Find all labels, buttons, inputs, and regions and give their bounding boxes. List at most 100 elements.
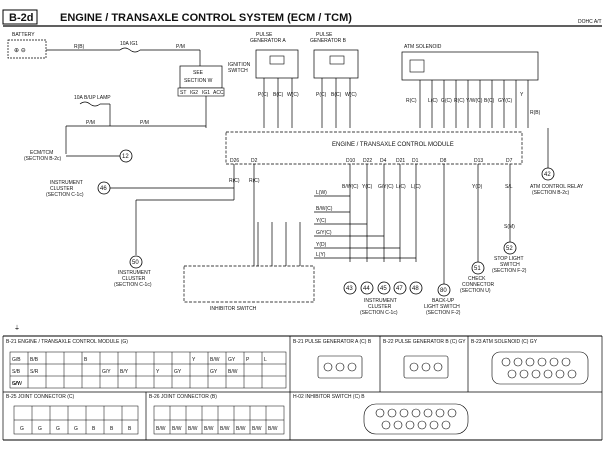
ignition-switch-label-2: SWITCH xyxy=(228,68,248,74)
b26-cell-1: B/W xyxy=(172,426,182,432)
atm-wire-gyc: GY(C) xyxy=(498,98,513,104)
circle-48-text: 48 xyxy=(412,286,419,292)
atm-wire-lc: L(C) xyxy=(428,98,438,104)
pin-d7: D7 xyxy=(506,158,513,164)
atm-relay-section: (SECTION B-2c) xyxy=(532,190,570,196)
wire-bwc: B/W(C) xyxy=(342,184,359,190)
b21-cell-3: S/R xyxy=(30,369,39,375)
wire-lc: L(C) xyxy=(396,184,406,190)
b25-cell-5: B xyxy=(110,426,114,432)
ground-icon: ⏚ xyxy=(14,325,20,332)
circle-50-text: 50 xyxy=(132,260,139,266)
wire-gyc: G/Y(C) xyxy=(378,184,394,190)
b26-title: B-26 JOINT CONNECTOR (B) xyxy=(149,394,217,400)
pga-wire-label-1: P(C) xyxy=(258,92,269,98)
circle-45-text: 45 xyxy=(380,286,387,292)
ic2-label: INSTRUMENT xyxy=(364,298,397,304)
inhibitor-wires xyxy=(257,222,301,266)
atm-wire-rb: R(B) xyxy=(530,110,541,116)
pulse-gen-a-label-2: GENERATOR A xyxy=(250,38,286,44)
circle-50 xyxy=(129,255,143,269)
battery-label: BATTERY xyxy=(12,32,35,38)
b21-cell-9: P xyxy=(246,357,250,363)
wire-sm: S(M) xyxy=(504,224,515,230)
check-label-3: (SECTION U) xyxy=(460,288,491,294)
pin-d4: D4 xyxy=(380,158,387,164)
atm-wire-bc: B(C) xyxy=(484,98,495,104)
backup-label-3: (SECTION F-2) xyxy=(426,310,461,316)
atm-wire-y: Y xyxy=(520,92,524,98)
wire-pm-label-3: P/M xyxy=(140,120,149,126)
fuse-10a-label: 10A IG1 xyxy=(120,41,138,47)
pgb-wire-label-2: B(C) xyxy=(331,92,342,98)
fuse-10a-symbol xyxy=(119,47,141,53)
b21-cell-7: B/W xyxy=(210,357,220,363)
pgb-wire-label-3: W(C) xyxy=(345,92,357,98)
circle-80-text: 80 xyxy=(440,288,447,294)
pin-d8: D8 xyxy=(440,158,447,164)
check-label-2: CONNECTOR xyxy=(462,282,495,288)
inhibitor-bus xyxy=(314,195,416,259)
b25-title: B-25 JOINT CONNECTOR (C) xyxy=(6,394,74,400)
backup-label: BACK-UP xyxy=(432,298,455,304)
inhibitor-switch-box xyxy=(183,265,315,303)
page-code: B-2d xyxy=(9,12,33,24)
b25-cell-4: B xyxy=(92,426,96,432)
circle-43-text: 43 xyxy=(346,286,353,292)
ic-label-3: (SECTION C-1c) xyxy=(46,192,84,198)
atm-relay-label: ATM CONTROL RELAY xyxy=(530,184,584,190)
pga-wire-label-2: B(C) xyxy=(273,92,284,98)
circle-47-text: 47 xyxy=(396,286,403,292)
b21-cell-2: S/B xyxy=(12,369,21,375)
b26-connector xyxy=(153,405,285,435)
b23-atm-connector xyxy=(491,351,589,385)
page-code-box xyxy=(2,9,38,25)
ecm-output-wires xyxy=(233,164,511,270)
ic-label: INSTRUMENT xyxy=(50,180,83,186)
circle-52-text: 52 xyxy=(506,246,513,252)
circle-51-text: 51 xyxy=(474,266,481,272)
pos-acc: ACC xyxy=(213,90,224,96)
section-w-label: SECTION W xyxy=(184,78,213,84)
stop-label-2: SWITCH xyxy=(500,262,520,268)
page-title: ENGINE / TRANSAXLE CONTROL SYSTEM (ECM /… xyxy=(60,12,352,24)
pin-d26: D26 xyxy=(230,158,239,164)
ignition-switch-label: IGNITION xyxy=(228,62,251,68)
inh-label-lw: L(W) xyxy=(316,190,327,196)
stop-label: STOP LIGHT xyxy=(494,256,524,262)
b26-cell-6: B/W xyxy=(252,426,262,432)
pin-d2: D2 xyxy=(251,158,258,164)
b21-cell-17: B/W xyxy=(228,369,238,375)
atm-solenoid-wires xyxy=(419,80,517,128)
wire-rc-d2: R(C) xyxy=(249,178,260,184)
pulse-gen-b-coil xyxy=(329,55,345,65)
ic50-label-2: CLUSTER xyxy=(122,276,146,282)
circle-42 xyxy=(541,167,555,181)
b21-cell-1: B/B xyxy=(30,357,39,363)
b21-title: B-21 ENGINE / TRANSAXLE CONTROL MODULE (… xyxy=(6,339,128,345)
inh-label-gyc: G/Y(C) xyxy=(316,230,332,236)
b21-cell-0: G/B xyxy=(12,357,21,363)
atm-solenoid-box xyxy=(401,51,539,81)
circle-51 xyxy=(471,261,485,275)
circle-42-text: 42 xyxy=(544,172,551,178)
switch-positions-box xyxy=(177,87,225,97)
battery-box xyxy=(7,39,47,59)
b22-pulse-title: B-22 PULSE GENERATOR B (C) GY xyxy=(383,339,466,345)
circle-52 xyxy=(503,241,517,255)
ecm-tcm-section: (SECTION B-2c) xyxy=(24,156,62,162)
pos-st: ST xyxy=(180,90,186,96)
pulse-gen-b-label-2: GENERATOR B xyxy=(310,38,347,44)
pin-d1: D1 xyxy=(412,158,419,164)
pos-ig1: IG1 xyxy=(202,90,210,96)
b25-cell-1: G xyxy=(38,426,42,432)
inh-label-yd: Y(D) xyxy=(316,242,327,248)
b21-connector-grid xyxy=(9,351,287,389)
circle-46-text: 46 xyxy=(100,186,107,192)
b21-cell-12: G/Y xyxy=(102,369,111,375)
circle-44-text: 44 xyxy=(363,286,370,292)
b23-atm-title: B-23 ATM SOLENOID (C) GY xyxy=(471,339,538,345)
inh-label-bwc: B/W(C) xyxy=(316,206,333,212)
pga-wire-label-3: W(C) xyxy=(287,92,299,98)
atm-wire-rc2: R(C) xyxy=(454,98,465,104)
